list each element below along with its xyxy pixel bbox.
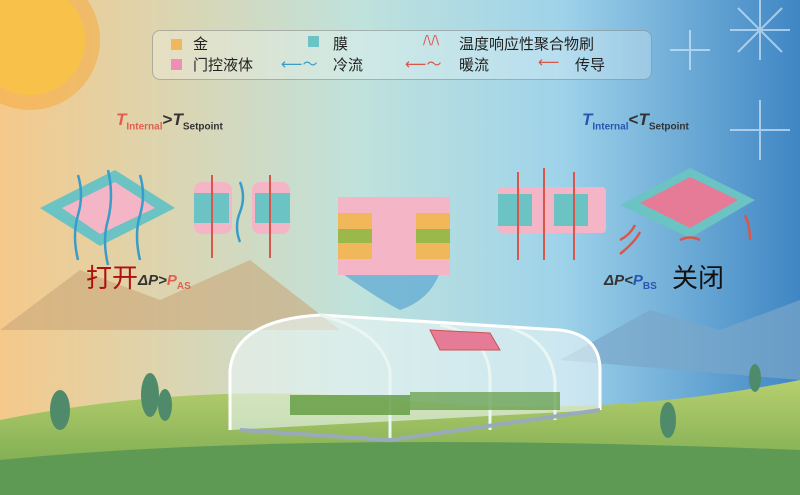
- p: P: [166, 272, 177, 289]
- t-symbol: T: [116, 110, 127, 129]
- open-membrane-sheet: [40, 170, 175, 246]
- gold-swatch: [171, 39, 182, 50]
- tree-icon: [50, 364, 761, 438]
- closed-state-label: 关闭: [672, 263, 725, 293]
- conduction-arrow-icon: ⟵: [538, 53, 560, 71]
- open-pore: [194, 175, 290, 258]
- membrane-swatch: [308, 36, 319, 47]
- warm-flow-arrows: [619, 214, 752, 255]
- legend-gating-liquid: 门控液体: [193, 56, 254, 74]
- op: >: [162, 110, 173, 129]
- legend-conduction: 传导: [575, 56, 606, 74]
- t-symbol: T: [638, 110, 649, 129]
- bs-sub: BS: [642, 281, 657, 292]
- legend-cold-flow: 冷流: [333, 56, 364, 74]
- polymer-brush-icon: /\/\: [423, 33, 440, 47]
- internal-sub: Internal: [592, 121, 629, 133]
- warm-flow-icon: ⟵〜: [405, 55, 442, 73]
- op: <: [628, 110, 639, 129]
- legend: 金 门控液体 膜 ⟵〜 冷流 /\/\ 温度响应性聚合物刷 ⟵〜 暖流 ⟵ 传导: [152, 30, 652, 80]
- left-temperature-condition: TInternal>TSetpoint: [116, 110, 223, 132]
- t-symbol: T: [172, 110, 183, 129]
- legend-membrane: 膜: [333, 35, 349, 53]
- cold-flow-arrows: [73, 169, 245, 266]
- t-symbol: T: [582, 110, 593, 129]
- closed-pore: [498, 168, 606, 260]
- snowflake-icon: [670, 0, 790, 160]
- open-state-label: 打开: [86, 263, 139, 293]
- closed-membrane-sheet: [620, 168, 755, 238]
- legend-polymer-brush: 温度响应性聚合物刷: [459, 35, 595, 53]
- right-temperature-condition: TInternal<TSetpoint: [582, 110, 689, 132]
- cold-flow-icon: ⟵〜: [281, 55, 318, 73]
- membrane-cross-section: [338, 197, 450, 275]
- internal-sub: Internal: [126, 121, 163, 133]
- legend-gold: 金: [193, 35, 209, 53]
- plant-rows: [290, 392, 560, 415]
- dp: ΔP<: [604, 272, 633, 289]
- right-pressure-condition: ΔP<PBS: [604, 272, 657, 292]
- p: P: [632, 272, 643, 289]
- legend-warm-flow: 暖流: [459, 56, 490, 74]
- as-sub: AS: [176, 281, 191, 292]
- sun-icon: [0, 0, 100, 110]
- liquid-swatch: [171, 59, 182, 70]
- left-pressure-condition: ΔP>PAS: [138, 272, 191, 292]
- dp: ΔP>: [138, 272, 167, 289]
- setpoint-sub: Setpoint: [648, 121, 689, 133]
- setpoint-sub: Setpoint: [182, 121, 223, 133]
